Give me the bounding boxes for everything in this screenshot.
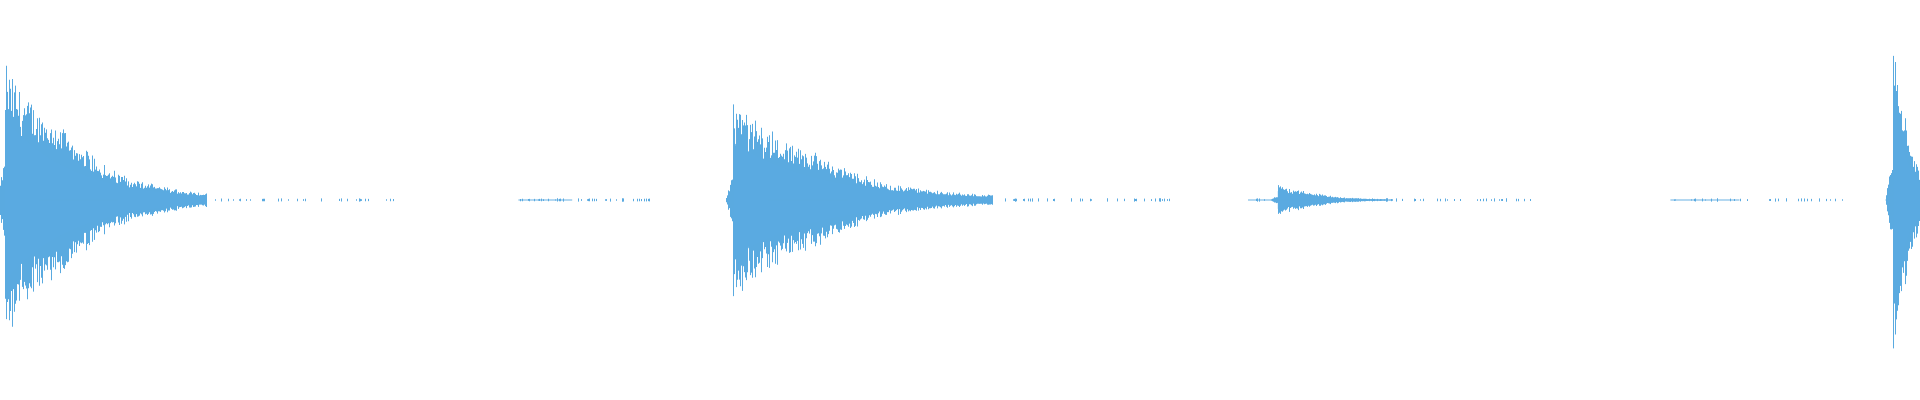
transient-3-envelope — [1277, 191, 1393, 209]
transient-4 — [1893, 103, 1920, 297]
transient-2-envelope — [733, 142, 993, 258]
transient-3 — [1277, 191, 1393, 209]
transient-4-envelope — [1893, 103, 1920, 297]
transient-2 — [733, 142, 993, 258]
waveform-trace — [0, 55, 1920, 349]
